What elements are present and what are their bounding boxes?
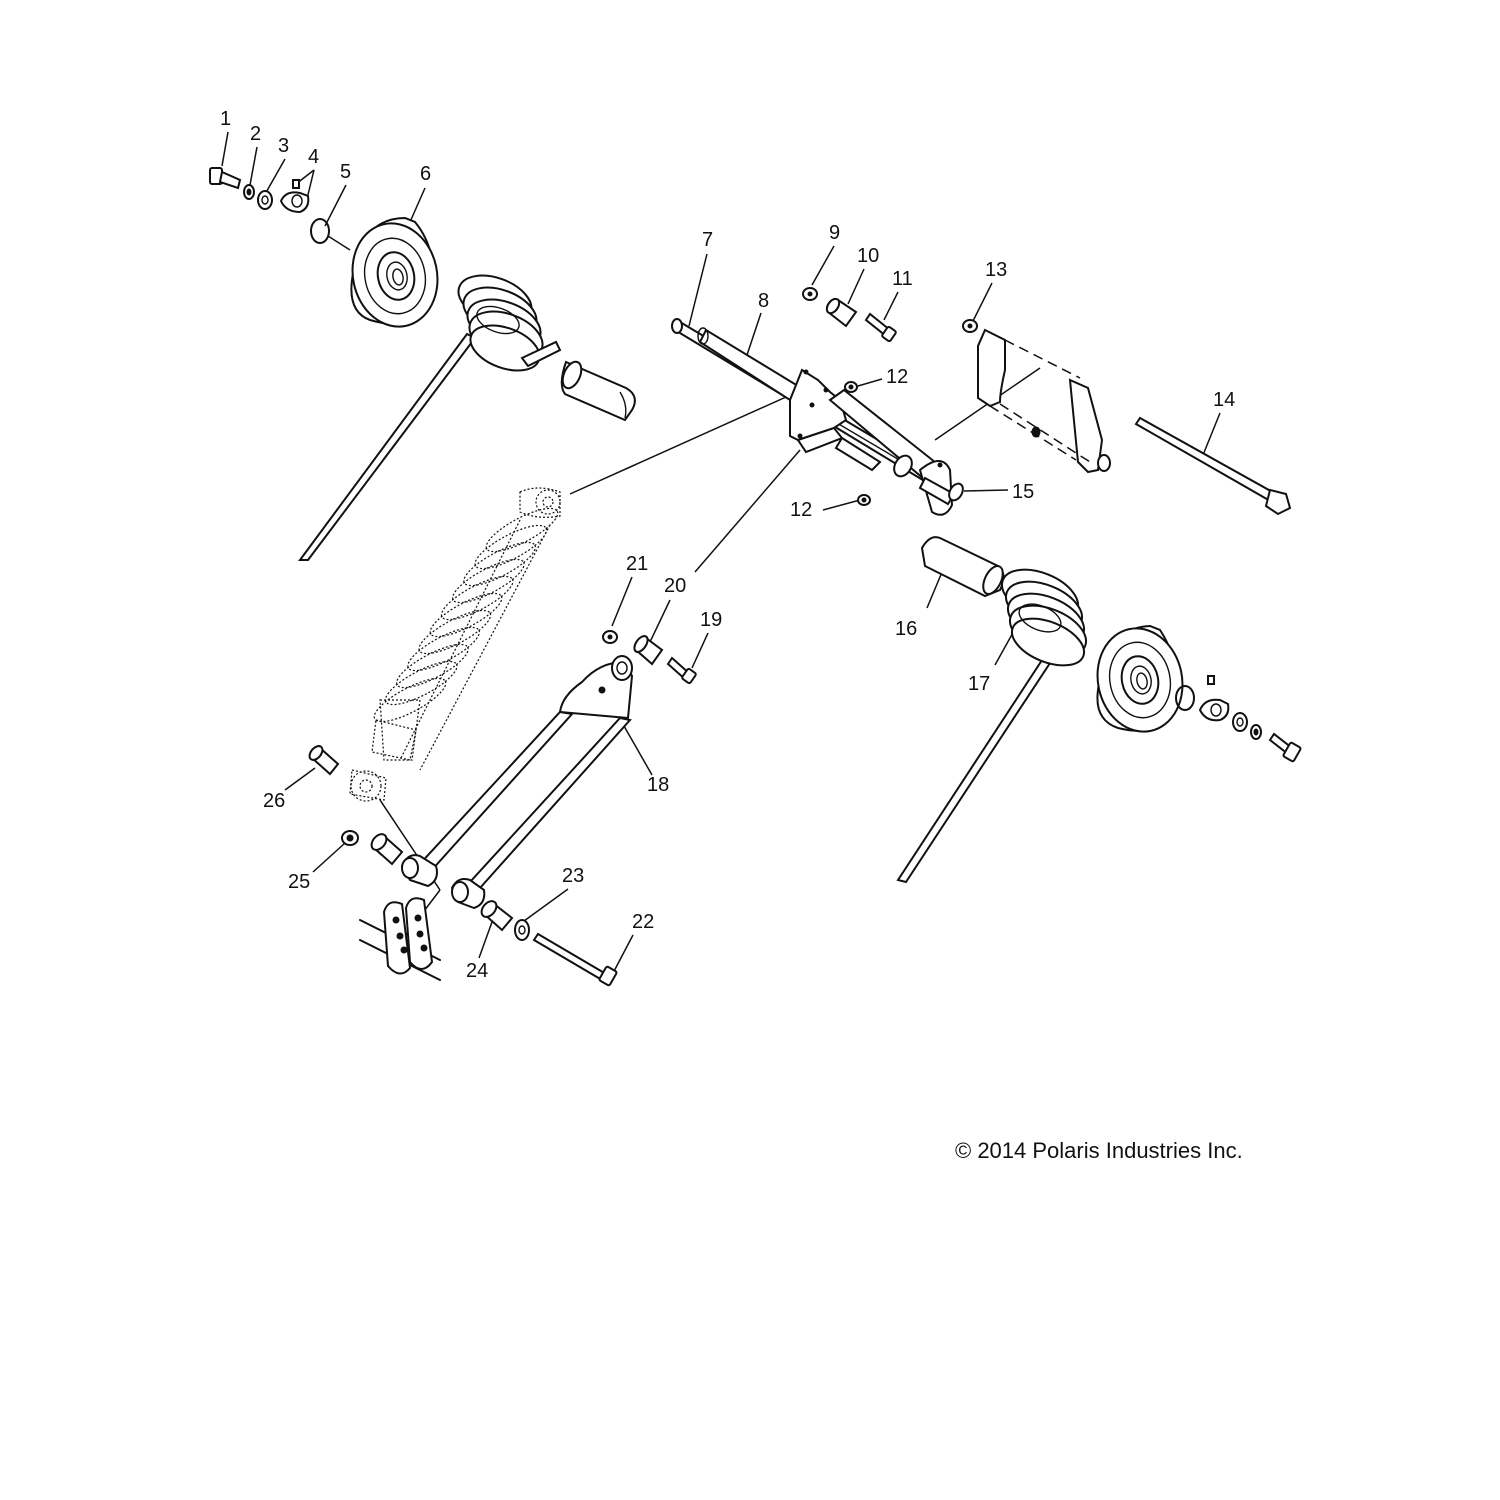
shock-coil bbox=[485, 507, 559, 553]
bushing-tube-left bbox=[560, 360, 636, 422]
shock-coil bbox=[418, 609, 492, 655]
part-19-bolt bbox=[666, 656, 697, 684]
callout-9: 9 bbox=[829, 222, 840, 244]
callout-25: 25 bbox=[288, 871, 310, 893]
callout-3: 3 bbox=[278, 135, 289, 157]
shock-coil bbox=[474, 524, 548, 570]
part-4-cam bbox=[279, 179, 310, 214]
callout-13: 13 bbox=[985, 259, 1007, 281]
shock-coil bbox=[440, 575, 514, 621]
right-washer bbox=[1232, 712, 1248, 732]
right-cam-key bbox=[1207, 675, 1215, 685]
idler-wheel-right bbox=[1096, 624, 1184, 733]
shock-coil bbox=[429, 592, 503, 638]
part-26-spacer bbox=[308, 745, 340, 776]
callout-7: 7 bbox=[702, 229, 713, 251]
callout-2: 2 bbox=[250, 123, 261, 145]
right-hardware bbox=[1175, 675, 1302, 763]
shock-coil bbox=[463, 541, 536, 587]
right-ring bbox=[1175, 685, 1195, 711]
callout-20: 20 bbox=[664, 575, 686, 597]
part-20-bracket bbox=[789, 368, 947, 486]
left-hardware bbox=[209, 167, 351, 251]
callout-12-lower: 12 bbox=[790, 499, 812, 521]
part-22-bolt bbox=[532, 932, 618, 987]
part-11-bolt bbox=[864, 312, 897, 342]
shock-coil bbox=[373, 677, 447, 723]
copyright-notice: © 2014 Polaris Industries Inc. bbox=[955, 1138, 1243, 1163]
part-5-ring bbox=[310, 218, 330, 244]
callout-26: 26 bbox=[263, 790, 285, 812]
shock-coil bbox=[452, 558, 525, 604]
callout-16: 16 bbox=[895, 618, 917, 640]
callout-5: 5 bbox=[340, 161, 351, 183]
callout-21: 21 bbox=[626, 553, 648, 575]
part-24-spacer bbox=[480, 900, 514, 932]
callout-12-upper: 12 bbox=[886, 366, 908, 388]
callout-6: 6 bbox=[420, 163, 431, 185]
part-6-idler-wheel-left bbox=[350, 216, 439, 328]
shock-coil bbox=[396, 643, 469, 689]
shock-absorber bbox=[349, 487, 561, 802]
part-3-washer bbox=[257, 190, 273, 210]
callout-10: 10 bbox=[857, 245, 879, 267]
part-15-pivot-end bbox=[918, 460, 964, 516]
nuts bbox=[341, 287, 978, 846]
part-16-tube-right bbox=[920, 536, 1005, 598]
callout-11: 11 bbox=[892, 268, 913, 290]
callout-19: 19 bbox=[700, 609, 722, 631]
part-18-control-arm bbox=[400, 655, 634, 910]
callout-8: 8 bbox=[758, 290, 769, 312]
callout-labels: 1 2 3 4 5 6 7 8 9 10 11 12 12 13 14 15 1… bbox=[220, 108, 1235, 982]
rear-rail-bracket bbox=[977, 328, 1111, 474]
callout-24: 24 bbox=[466, 960, 488, 982]
part-1-bolt bbox=[209, 167, 242, 190]
callout-1: 1 bbox=[220, 108, 231, 130]
torsion-spring-left bbox=[298, 274, 562, 561]
callout-17: 17 bbox=[968, 673, 990, 695]
callout-14: 14 bbox=[1213, 389, 1235, 411]
shock-coil bbox=[384, 660, 458, 706]
part-14-long-bolt bbox=[1134, 416, 1292, 516]
callout-18: 18 bbox=[647, 774, 669, 796]
rail-section bbox=[359, 897, 441, 981]
callout-23: 23 bbox=[562, 865, 584, 887]
part-20-spacer bbox=[633, 635, 664, 666]
callout-4: 4 bbox=[308, 146, 319, 168]
part-10-spacer bbox=[825, 297, 858, 328]
lower-bushing bbox=[370, 833, 404, 866]
callout-15: 15 bbox=[1012, 481, 1034, 503]
part-23-washer bbox=[514, 919, 530, 941]
callout-22: 22 bbox=[632, 911, 654, 933]
right-cam bbox=[1198, 698, 1230, 722]
shock-coil bbox=[407, 626, 480, 672]
part-17-torsion-spring-right bbox=[896, 568, 1087, 884]
